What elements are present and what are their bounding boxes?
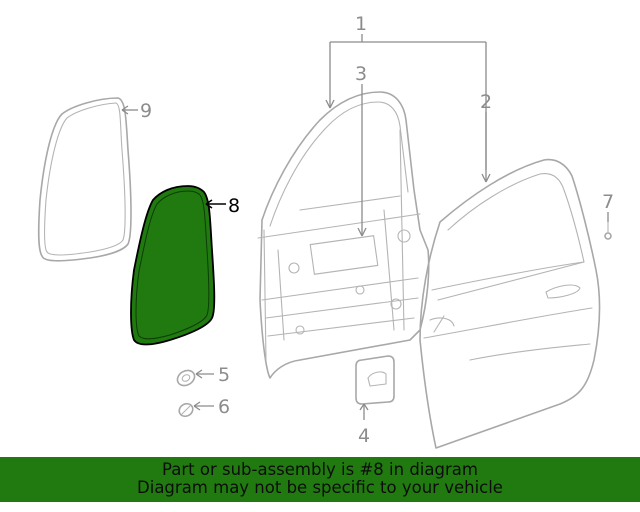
part-2-door-shell[interactable] [419,158,601,449]
notice-line-part: Part or sub-assembly is #8 in diagram [162,460,478,479]
notice-line-disclaimer: Diagram may not be specific to your vehi… [137,478,503,497]
diagram-notice-banner: Part or sub-assembly is #8 in diagram Di… [0,457,640,502]
parts-diagram: 1 2 3 4 5 6 7 8 9 [37,13,614,449]
callout-2: 2 [480,91,492,113]
callout-4: 4 [358,425,370,447]
callout-6: 6 [218,396,230,418]
callout-8: 8 [228,195,240,217]
part-5-grommet[interactable] [175,367,198,388]
part-6-grommet[interactable] [177,401,195,418]
callout-5: 5 [218,364,230,386]
callout-7: 7 [602,191,614,213]
part-9-weatherstrip[interactable] [37,97,132,262]
callout-3: 3 [355,63,367,85]
part-3-door-frame[interactable] [257,91,430,379]
leader-lines [121,34,609,420]
callout-1: 1 [355,13,367,35]
callout-9: 9 [140,100,152,122]
part-8-door-seal[interactable] [130,185,216,346]
part-4-handle-bezel[interactable] [355,355,395,405]
